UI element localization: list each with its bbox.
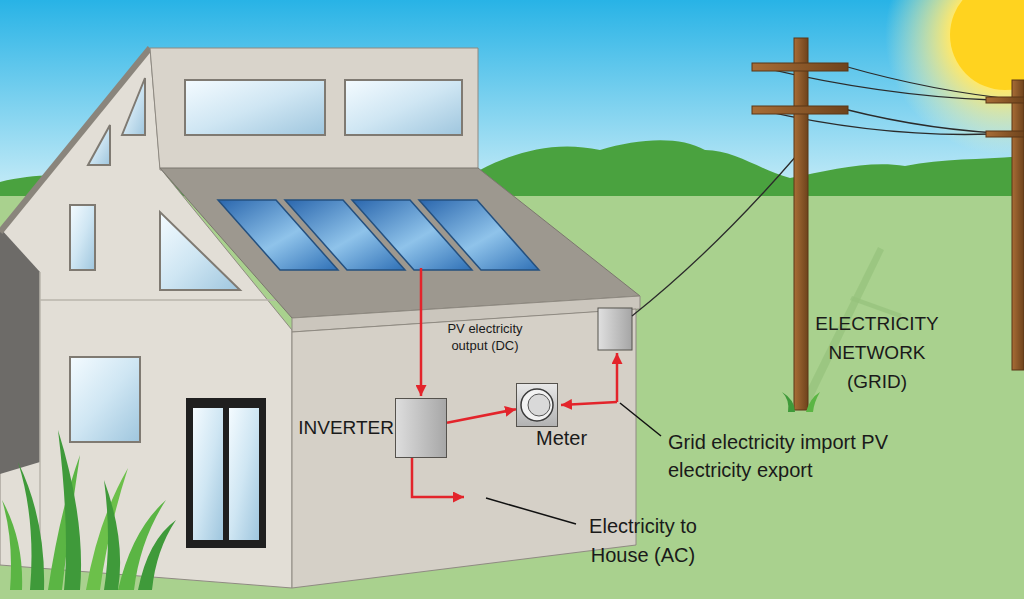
grass (782, 392, 795, 412)
solar-panel (419, 200, 539, 270)
leader-line (486, 498, 576, 524)
floor-line (40, 299, 292, 301)
grid-to-service-arrow (616, 353, 619, 402)
grass (104, 480, 120, 590)
triangle-window (88, 125, 110, 165)
utility-pole (1012, 80, 1024, 370)
grass (806, 392, 820, 412)
current-arrow (447, 409, 516, 423)
dc-arrow (420, 268, 423, 396)
upper-window (345, 80, 462, 135)
grass (138, 520, 176, 590)
service-box (598, 308, 632, 350)
grid-label: ELECTRICITY NETWORK (GRID) (797, 309, 957, 396)
house-shadow-wall (0, 228, 40, 474)
grass (86, 468, 128, 590)
pole-crossbar (986, 97, 1024, 103)
meter-box: Meter (516, 383, 558, 427)
grass (18, 462, 44, 590)
ac-house-arrow (412, 458, 464, 497)
front-wall (292, 309, 636, 588)
pole-crossbar (752, 106, 848, 114)
service-wire (632, 155, 797, 316)
pole-crossbar (986, 131, 1024, 137)
upper-storey (150, 48, 478, 170)
house-ac-label: Electricity to House (AC) (568, 512, 718, 570)
door-frame (186, 398, 266, 548)
power-line (844, 109, 1022, 134)
wall-edge (39, 272, 41, 555)
power-line (844, 66, 1022, 100)
upper-window (185, 80, 325, 135)
meter-dial (517, 384, 557, 426)
grid-to-meter-arrow (561, 402, 617, 405)
roof (160, 168, 640, 318)
side-window (70, 205, 95, 270)
meter-label: Meter (536, 427, 587, 450)
ground-window (70, 357, 140, 442)
door-glass (193, 408, 223, 540)
meter-dial-face (528, 394, 550, 416)
leader-line (620, 403, 661, 436)
grass (58, 430, 81, 590)
pole-crossbar (752, 63, 848, 71)
door-glass (229, 408, 259, 540)
dc-output-label: PV electricity output (DC) (430, 320, 540, 354)
grass (2, 500, 22, 590)
meter-dial-ring (521, 389, 553, 421)
triangle-window (122, 78, 145, 135)
utility-pole (794, 38, 808, 410)
sun (950, 0, 1024, 90)
grid-import-export-label: Grid electricity import PV electricity e… (668, 428, 896, 484)
inverter-box: INVERTER (395, 398, 447, 458)
inverter-label: INVERTER (298, 417, 394, 439)
